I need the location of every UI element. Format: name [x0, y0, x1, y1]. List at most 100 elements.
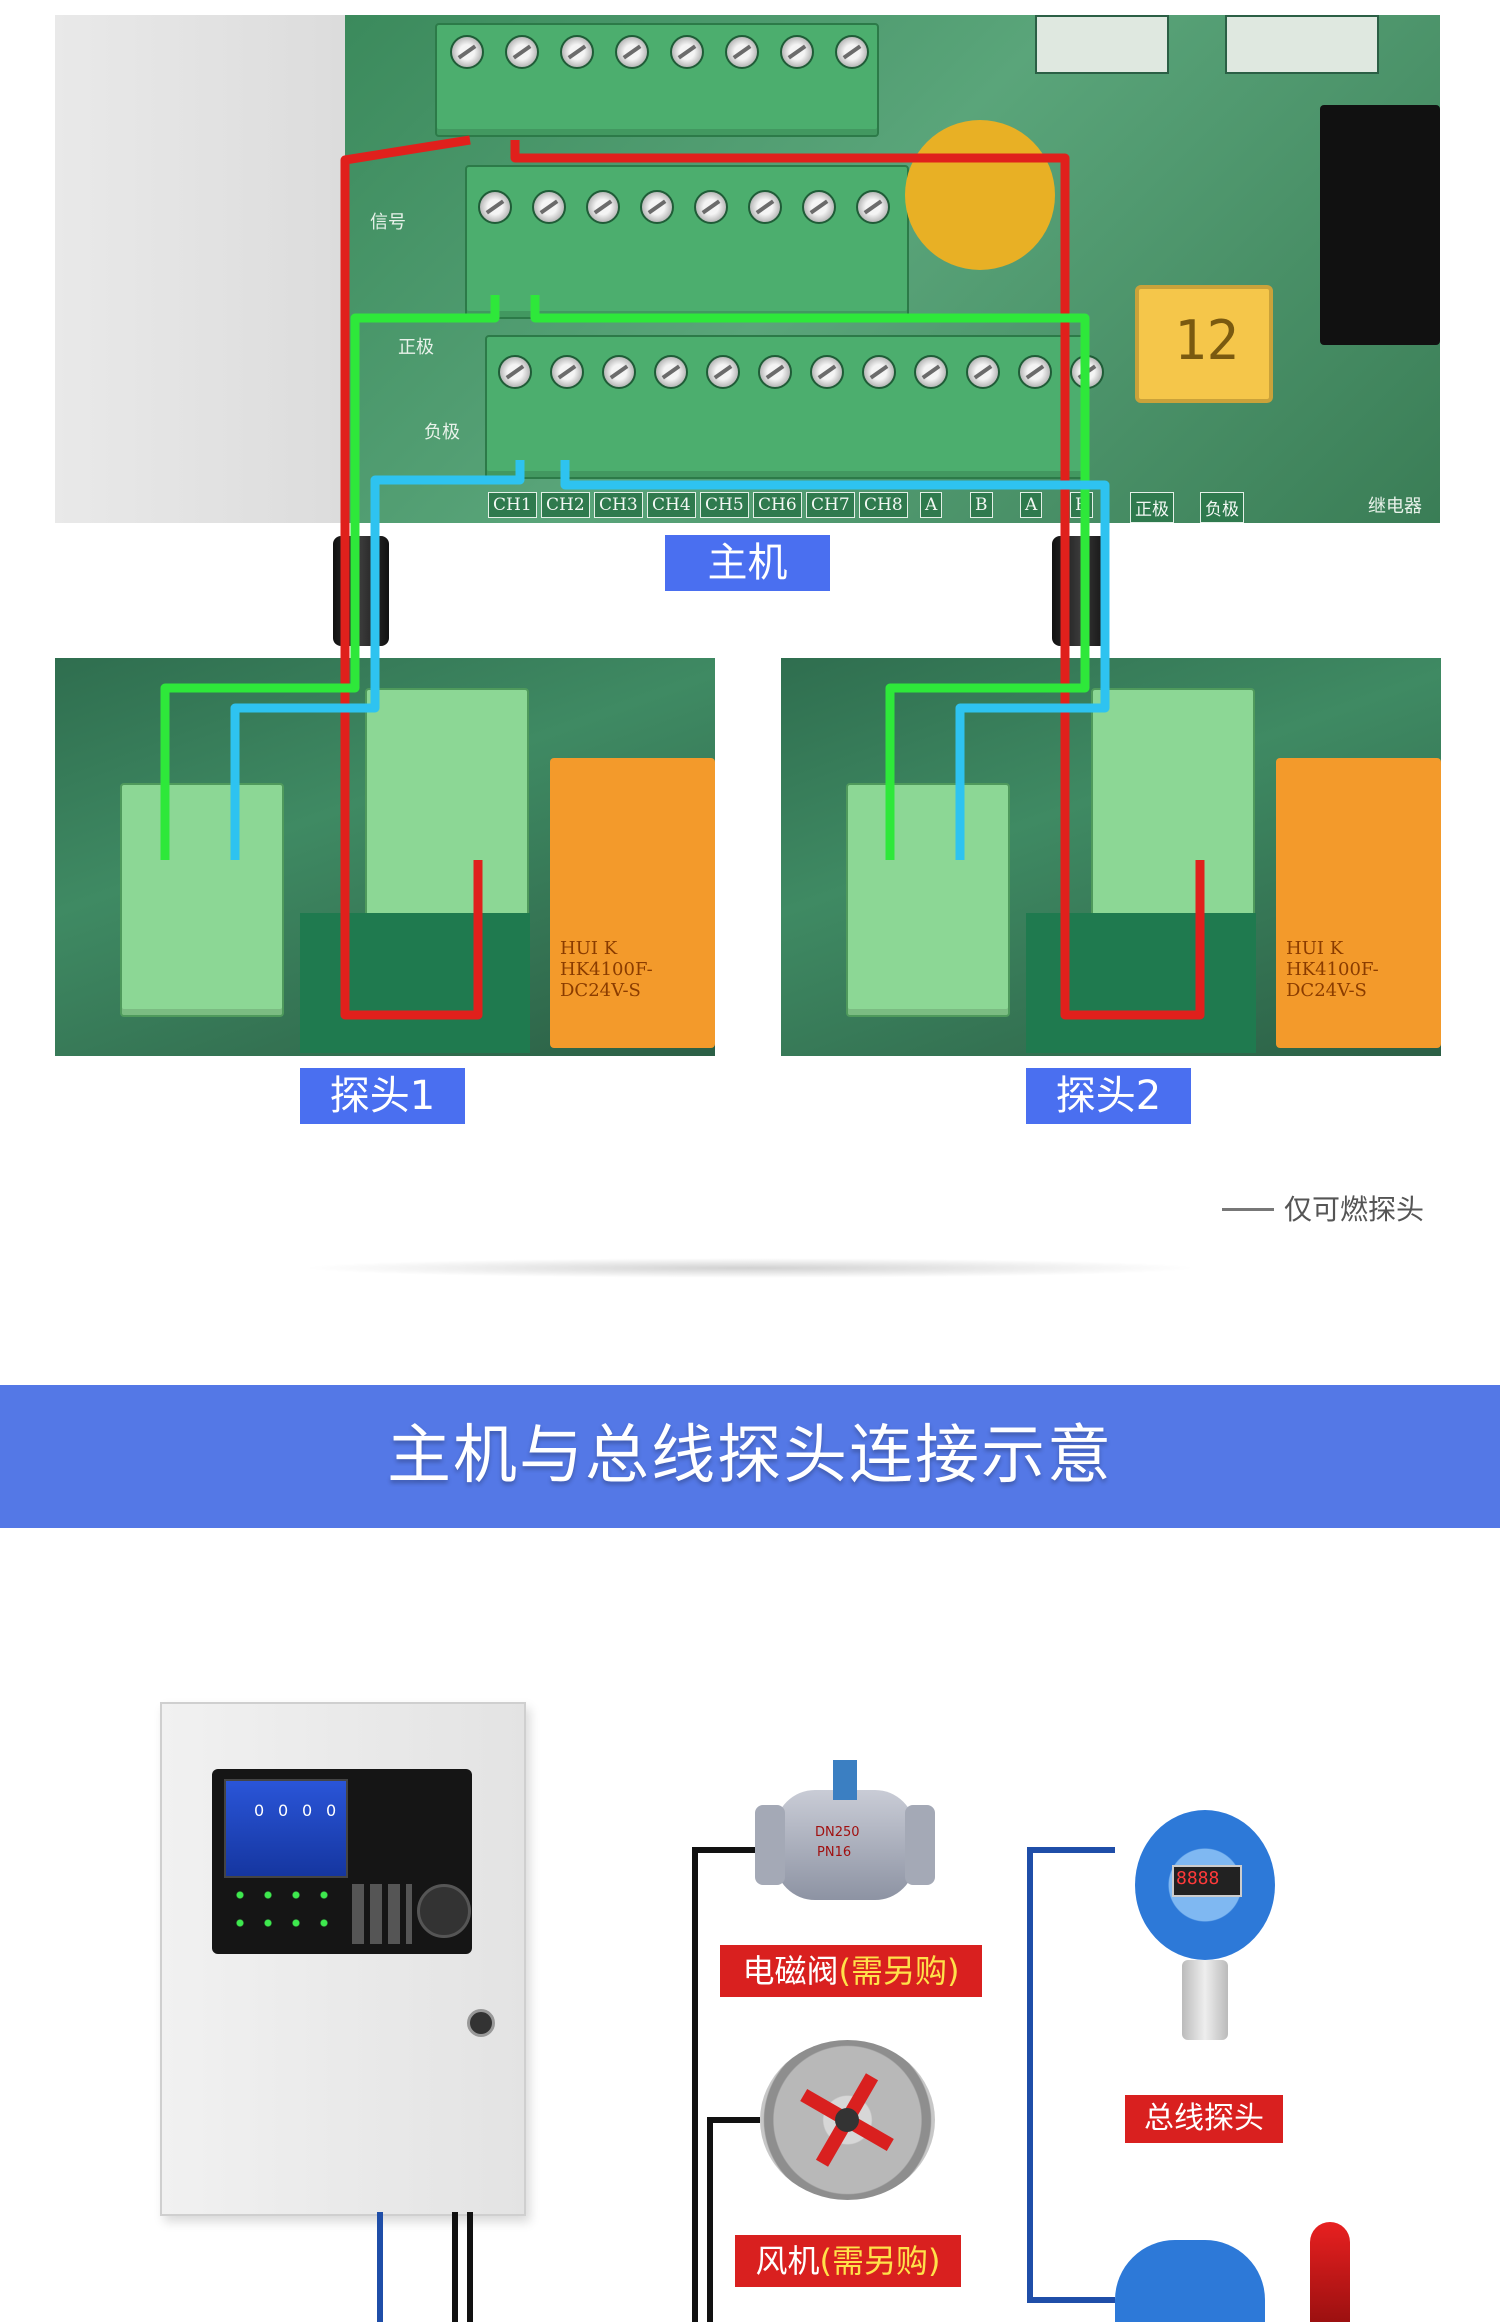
- controller-keypad: [352, 1884, 412, 1944]
- pcb-label-relay: 继电器: [1368, 496, 1422, 517]
- screw-row3-12: [1070, 355, 1104, 389]
- screw-row1-5: [670, 35, 704, 69]
- channel-label: CH7: [806, 492, 855, 518]
- solenoid-valve: DN250 PN16: [755, 1760, 935, 1910]
- screw-row3-10: [966, 355, 1000, 389]
- channel-label: B: [1070, 492, 1093, 518]
- valve-pressure: PN16: [817, 1845, 852, 1860]
- screw-row3-11: [1018, 355, 1052, 389]
- channel-label: 负极: [1200, 492, 1244, 523]
- bus-probe-sensor: [1182, 1960, 1228, 2040]
- terminal-block-row2: [465, 165, 909, 319]
- screw-row1-4: [615, 35, 649, 69]
- screw-row3-7: [810, 355, 844, 389]
- screw-row2-5: [694, 190, 728, 224]
- key-lock-icon: [467, 2009, 495, 2037]
- screen-digit: 0: [278, 1801, 289, 1820]
- screw-row2-3: [586, 190, 620, 224]
- screw-row1-8: [835, 35, 869, 69]
- pcb-label-negative: 负极: [424, 422, 460, 443]
- bus-probe: 8888: [1110, 1800, 1300, 2070]
- controller-screen: 0 0 0 0: [224, 1779, 348, 1878]
- ic-chip-2: [1225, 15, 1379, 74]
- screen-digit: 0: [302, 1801, 313, 1820]
- screw-row2-7: [802, 190, 836, 224]
- valve-label-note: (需另购): [838, 1952, 960, 1990]
- probe-1-tag: 探头1: [300, 1068, 465, 1124]
- screen-digit: 0: [326, 1801, 337, 1820]
- screw-row2-8: [856, 190, 890, 224]
- bus-probe-label: 总线探头: [1125, 2095, 1283, 2143]
- channel-label: CH4: [647, 492, 696, 518]
- bus-probe-wire: [1027, 1847, 1115, 2303]
- fuse-label: 12: [1174, 309, 1240, 372]
- banner-title: 主机与总线探头连接示意: [387, 1419, 1113, 1493]
- terminal-block-row1: [435, 23, 879, 137]
- cable-sleeve-left: [333, 536, 389, 646]
- probe-1-terminal-left: [120, 783, 284, 1017]
- screw-row2-2: [532, 190, 566, 224]
- valve-label-main: 电磁阀: [742, 1952, 839, 1990]
- note-dash: [1222, 1208, 1274, 1211]
- screw-row1-6: [725, 35, 759, 69]
- probe-2-terminal-right: [1091, 688, 1255, 932]
- fan: [760, 2040, 935, 2200]
- probe-1-relay: [550, 758, 715, 1048]
- pcb-label-positive: 正极: [398, 337, 434, 358]
- screw-row3-9: [914, 355, 948, 389]
- controller-cabinet: 0 0 0 0: [160, 1702, 526, 2216]
- probe-1-relay-text: HUI K HK4100F-DC24V-S: [560, 938, 653, 1001]
- screen-digit: 0: [254, 1801, 265, 1820]
- probe-2-terminal-left: [846, 783, 1010, 1017]
- fuse: 12: [1135, 285, 1273, 403]
- pcb-label-signal: 信号: [370, 212, 406, 233]
- probe-2-relay-text: HUI K HK4100F-DC24V-S: [1286, 938, 1379, 1001]
- channel-label: A: [920, 492, 943, 518]
- probe-2-tag: 探头2: [1026, 1068, 1191, 1124]
- fan-wire: [707, 2117, 760, 2322]
- probe-2-photo: HUI K HK4100F-DC24V-S: [781, 658, 1441, 1056]
- controller-front-panel: 0 0 0 0: [212, 1769, 472, 1954]
- bus-probe-display-bg: [1172, 1865, 1242, 1897]
- screw-row3-1: [498, 355, 532, 389]
- probe-1-terminal-right: [365, 688, 529, 932]
- valve-flange-left: [755, 1805, 785, 1885]
- fan-label: 风机(需另购): [735, 2235, 961, 2287]
- screw-row2-1: [478, 190, 512, 224]
- channel-label: B: [970, 492, 993, 518]
- fan-hub: [835, 2108, 859, 2132]
- screw-row3-5: [706, 355, 740, 389]
- section-banner: 主机与总线探头连接示意: [0, 1385, 1500, 1528]
- screw-row3-4: [654, 355, 688, 389]
- screw-row1-7: [780, 35, 814, 69]
- host-board-photo: 12: [345, 15, 1440, 523]
- screw-row1-1: [450, 35, 484, 69]
- relay-black: [1320, 105, 1440, 345]
- cable-sleeve-right: [1052, 536, 1108, 646]
- channel-label: CH3: [594, 492, 643, 518]
- screw-row2-4: [640, 190, 674, 224]
- channel-label: CH1: [488, 492, 537, 518]
- note-text: 仅可燃探头: [1284, 1193, 1425, 1226]
- screw-row2-6: [748, 190, 782, 224]
- host-tag: 主机: [665, 535, 830, 591]
- alarm-light: [1310, 2222, 1350, 2322]
- valve-body: [775, 1790, 915, 1900]
- probe-2-relay: [1276, 758, 1441, 1048]
- fan-label-note: (需另购): [819, 2242, 941, 2280]
- channel-label: CH2: [541, 492, 590, 518]
- status-leds: [232, 1887, 342, 1942]
- valve-model: DN250: [815, 1825, 860, 1840]
- valve-flange-right: [905, 1805, 935, 1885]
- screw-row3-6: [758, 355, 792, 389]
- wall-background: [55, 15, 345, 523]
- channel-label: A: [1020, 492, 1043, 518]
- valve-label: 电磁阀(需另购): [720, 1945, 982, 1997]
- channel-label: CH8: [859, 492, 908, 518]
- channel-label: 正极: [1130, 492, 1174, 523]
- probe-1-chip-board: [300, 913, 530, 1053]
- bus-probe-display: 8888: [1176, 1868, 1220, 1889]
- fan-label-main: 风机: [755, 2242, 820, 2280]
- valve-actuator: [833, 1760, 857, 1800]
- screw-row3-2: [550, 355, 584, 389]
